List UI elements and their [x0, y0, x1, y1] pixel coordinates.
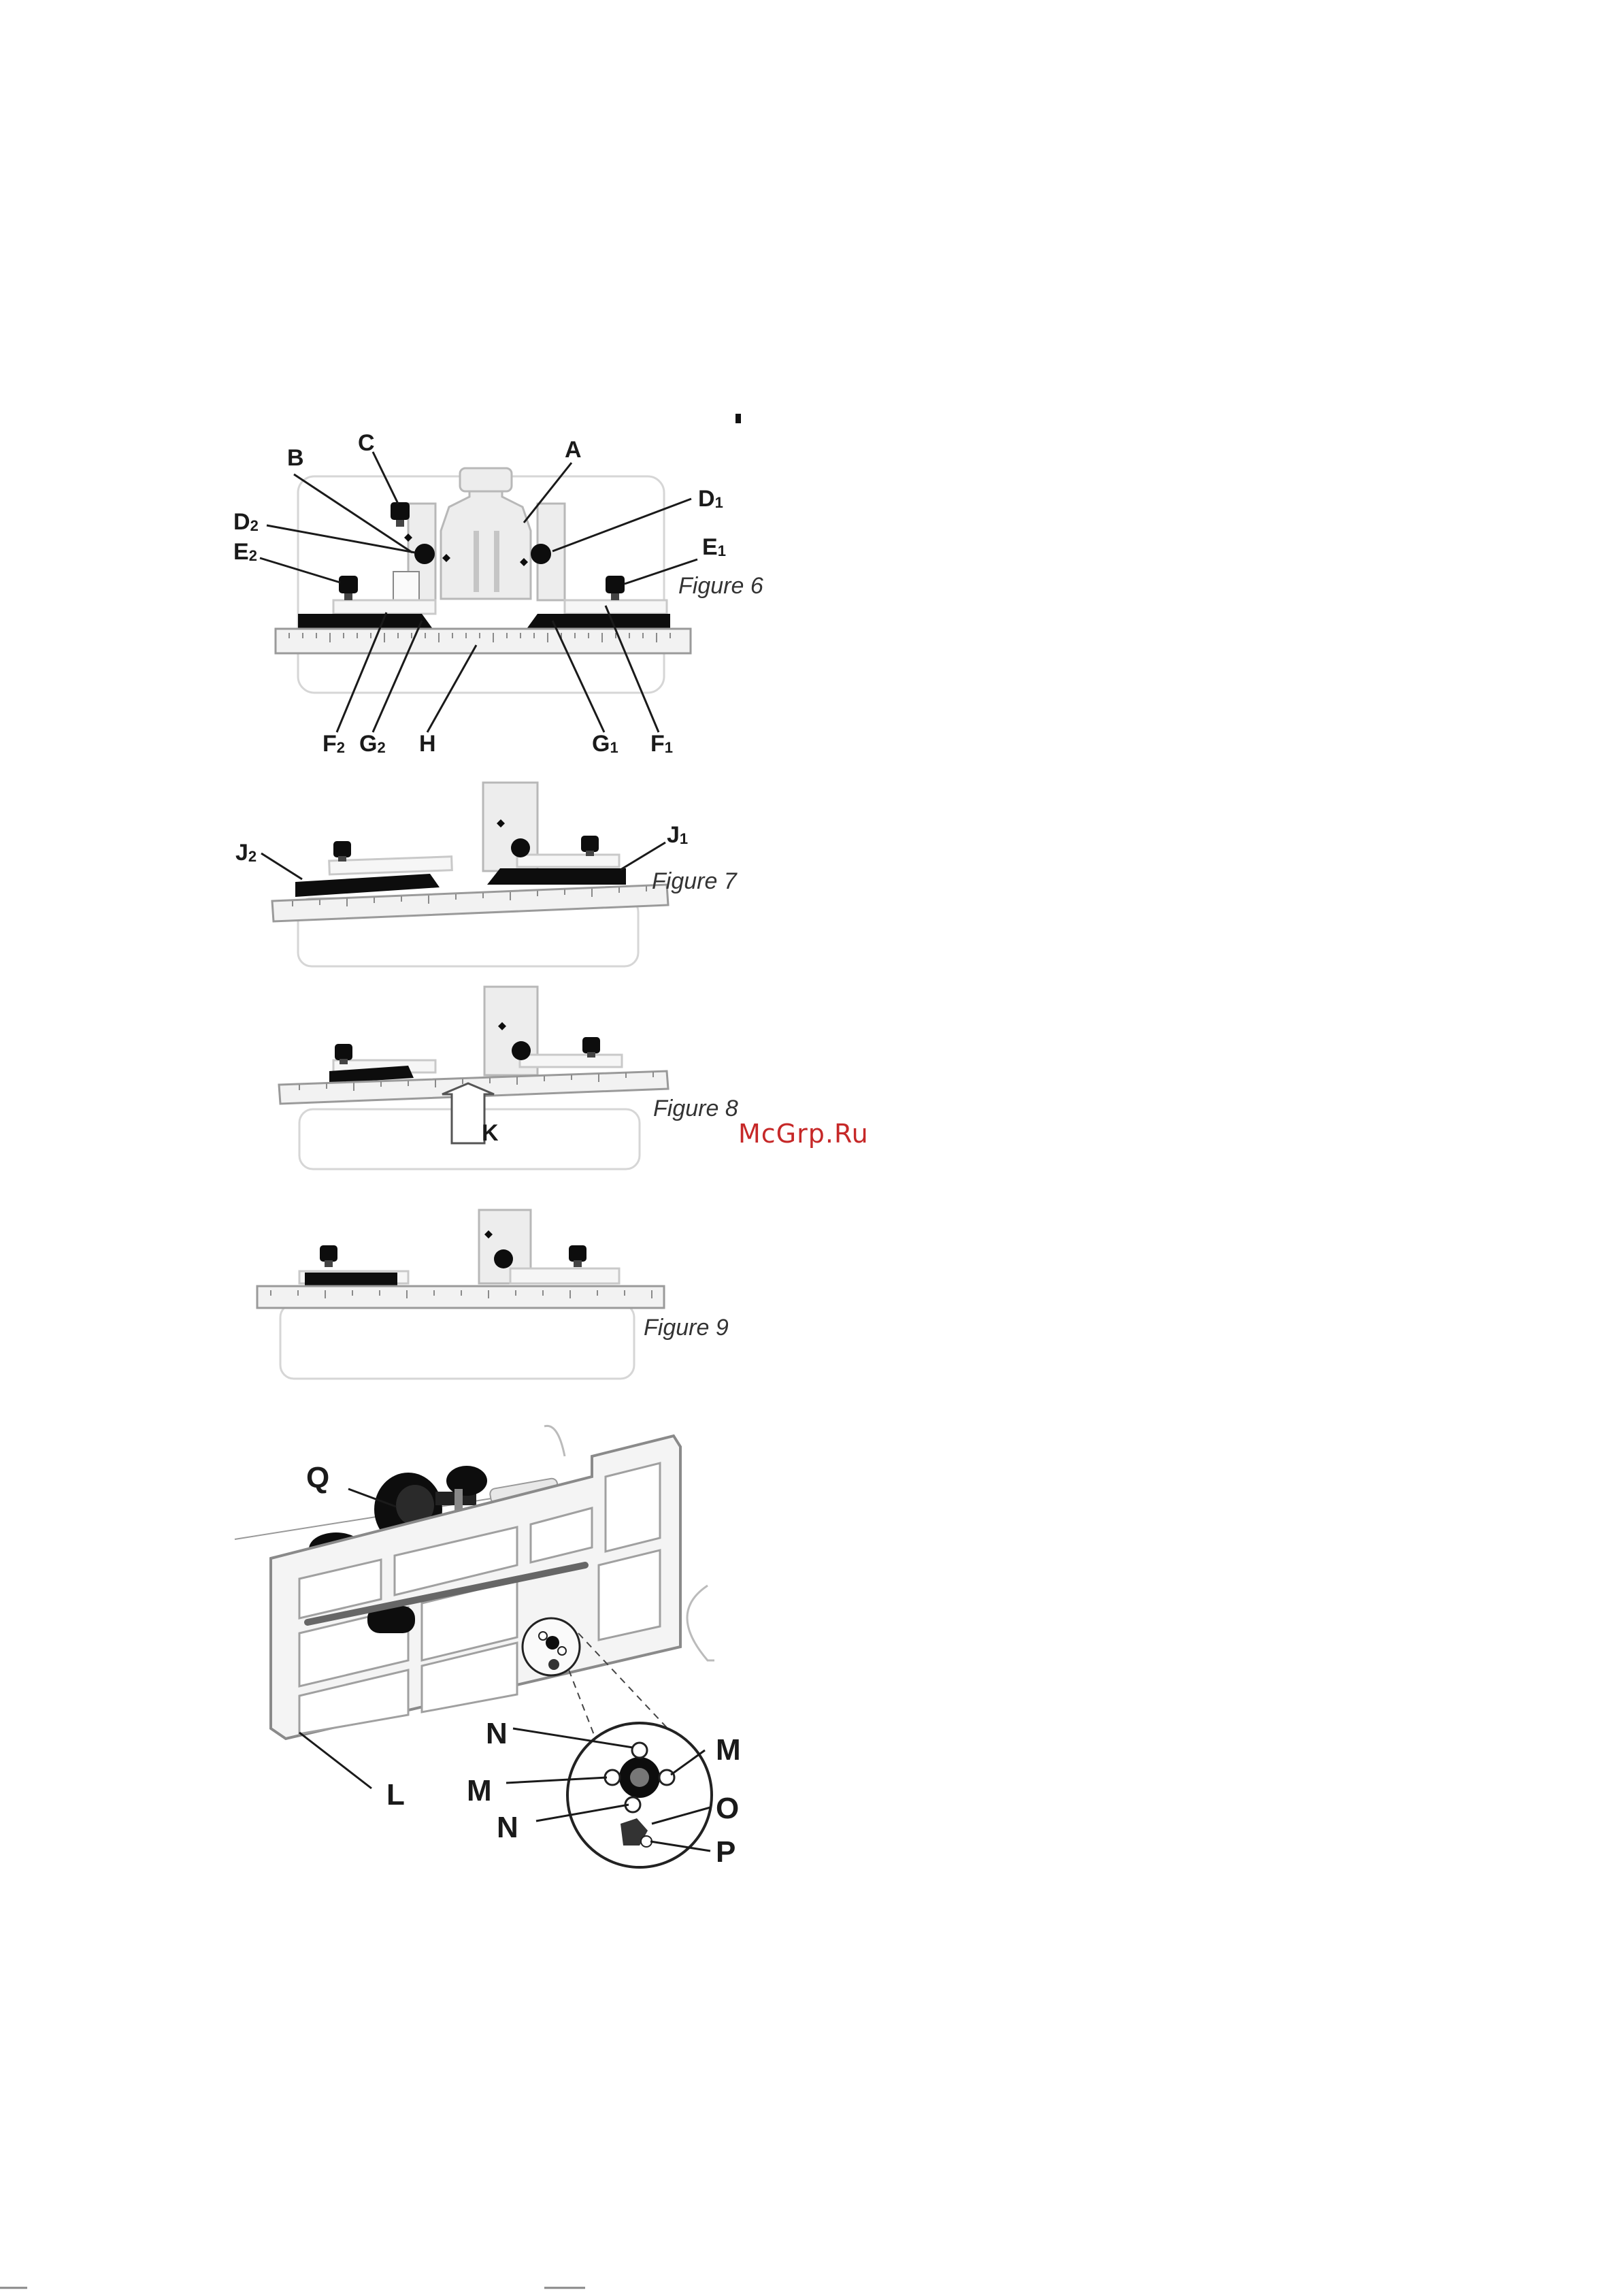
- blade-j1: [487, 868, 626, 885]
- label-d2: D2: [233, 509, 259, 535]
- right-plate: [517, 855, 619, 867]
- label-g1: G1: [592, 731, 618, 757]
- label-q: Q: [306, 1461, 329, 1494]
- caption-figure-7: Figure 7: [652, 868, 738, 894]
- machine-outline: [280, 1304, 634, 1379]
- label-p: P: [716, 1835, 735, 1869]
- detail-screw-m-left: [605, 1770, 620, 1785]
- leader-e2: [260, 558, 340, 583]
- leader-j1: [621, 842, 665, 870]
- detail-screw-m-right: [659, 1770, 674, 1785]
- label-b: B: [287, 445, 304, 471]
- knob-e1: [606, 576, 625, 600]
- label-m-right: M: [716, 1733, 741, 1767]
- scale-window: [393, 572, 419, 600]
- left-plate: [333, 600, 435, 614]
- caption-figure-9: Figure 9: [644, 1315, 729, 1341]
- knob-e2: [339, 576, 358, 600]
- right-plate: [510, 1268, 619, 1283]
- knob: [320, 1245, 337, 1267]
- figure-9: Figure 9: [257, 1210, 729, 1379]
- leader-j2: [261, 853, 302, 879]
- knob: [333, 841, 351, 862]
- background-curve: [544, 1426, 565, 1456]
- knob: [581, 836, 599, 856]
- figure-8: K Figure 8: [279, 987, 738, 1169]
- leader-h: [427, 645, 476, 732]
- label-f2: F2: [323, 731, 345, 757]
- figure-6: B C A D2 D1 E2 E1 Figure 6 F2 G2 H G1 F1: [233, 430, 763, 757]
- label-c: C: [358, 430, 375, 456]
- knob-d2: [414, 544, 435, 564]
- label-e2: E2: [233, 539, 257, 565]
- label-a: A: [565, 437, 582, 463]
- label-j2: J2: [235, 840, 257, 866]
- print-mark: [735, 414, 741, 423]
- detail-washer-p: [641, 1836, 652, 1847]
- label-d1: D1: [698, 486, 723, 512]
- detail-screw-n-top: [632, 1743, 647, 1758]
- left-plate: [329, 857, 452, 874]
- round-knob: [494, 1249, 513, 1268]
- round-knob: [511, 838, 530, 857]
- leader-c: [373, 452, 398, 504]
- detail-nut-small: [546, 1636, 559, 1650]
- detail-washer: [558, 1647, 566, 1655]
- knob: [569, 1245, 586, 1267]
- right-plate: [565, 600, 667, 614]
- knob-d1: [531, 544, 551, 564]
- central-post: [441, 476, 531, 599]
- label-n-top: N: [486, 1717, 508, 1750]
- ruler: [257, 1286, 664, 1308]
- thumb-knob: [446, 1466, 487, 1496]
- leader-l: [299, 1733, 371, 1788]
- detail-washer: [539, 1632, 547, 1640]
- caption-figure-6: Figure 6: [678, 573, 763, 599]
- post-cap: [460, 468, 512, 491]
- blade-g2: [298, 614, 433, 629]
- frame-cell: [599, 1550, 660, 1640]
- label-f1: F1: [650, 731, 673, 757]
- detail-nut-hole: [630, 1768, 649, 1787]
- figure-10: Q L N M M N O P: [235, 1426, 741, 1869]
- detail-bolt-small: [548, 1659, 559, 1670]
- label-o: O: [716, 1792, 739, 1825]
- blade: [305, 1273, 397, 1286]
- label-l: L: [386, 1778, 405, 1811]
- background-curve: [687, 1586, 714, 1660]
- blade-g1: [527, 614, 670, 629]
- right-plate: [520, 1055, 622, 1067]
- label-h: H: [419, 731, 436, 757]
- leader-d1: [552, 499, 691, 551]
- label-k: K: [482, 1120, 499, 1146]
- label-m-left: M: [467, 1774, 492, 1807]
- label-j1: J1: [667, 822, 688, 848]
- frame-cell: [606, 1463, 660, 1552]
- figure-7: J2 J1 Figure 7: [235, 783, 738, 966]
- knob-c: [391, 502, 410, 527]
- round-knob: [512, 1041, 531, 1060]
- caption-figure-8: Figure 8: [653, 1096, 738, 1121]
- watermark: McGrp.Ru: [738, 1119, 869, 1149]
- label-e1: E1: [702, 534, 726, 560]
- label-n-bottom: N: [497, 1811, 518, 1844]
- label-g2: G2: [359, 731, 386, 757]
- ruler-h: [276, 629, 691, 653]
- blade-j2: [295, 874, 440, 897]
